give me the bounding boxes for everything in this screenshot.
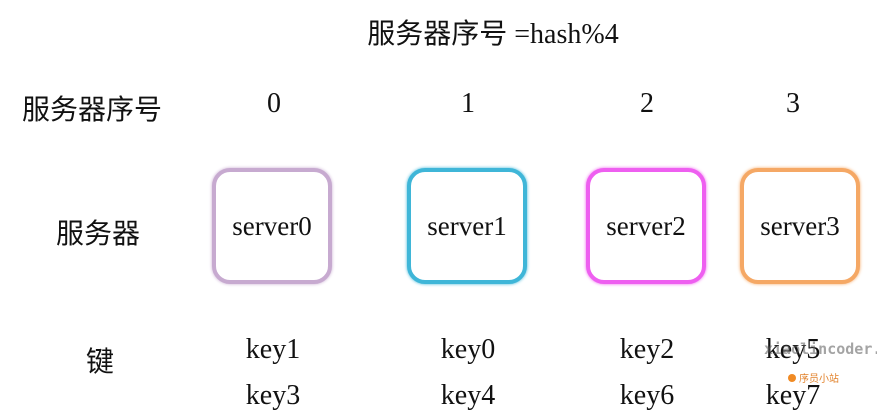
server-index-1: 1: [461, 88, 475, 119]
index-row-label: 服务器序号: [22, 95, 163, 126]
server-name-0: server0: [232, 210, 312, 241]
server-1-key-1: key0: [440, 334, 496, 365]
server-index-2: 2: [640, 88, 654, 119]
server-row-label: 服务器: [56, 219, 141, 250]
watermark-text: xiaolincoder.tech: [764, 340, 877, 358]
formula-title: 服务器序号 =hash%4: [367, 19, 619, 50]
key-row-label: 键: [86, 347, 115, 378]
server-box-3: server3: [740, 168, 860, 284]
server-3-key-1: key5: [765, 334, 821, 365]
server-index-3: 3: [786, 88, 800, 119]
server-2-key-2: key6: [619, 380, 675, 411]
server-name-2: server2: [606, 210, 686, 241]
server-name-1: server1: [427, 210, 507, 241]
server-box-1: server1: [407, 168, 527, 284]
server-0-key-2: key3: [245, 380, 301, 411]
watermark-badge: 序员小站: [788, 370, 839, 385]
watermark-dot-icon: [788, 373, 796, 382]
server-name-3: server3: [760, 210, 840, 241]
watermark-subtext: 序员小站: [799, 374, 839, 385]
server-2-key-1: key2: [619, 334, 675, 365]
server-1-key-2: key4: [440, 380, 496, 411]
server-box-0: server0: [212, 168, 332, 284]
server-3-key-2: key7: [765, 380, 821, 411]
server-index-0: 0: [267, 88, 281, 119]
server-box-2: server2: [586, 168, 706, 284]
server-0-key-1: key1: [245, 334, 301, 365]
